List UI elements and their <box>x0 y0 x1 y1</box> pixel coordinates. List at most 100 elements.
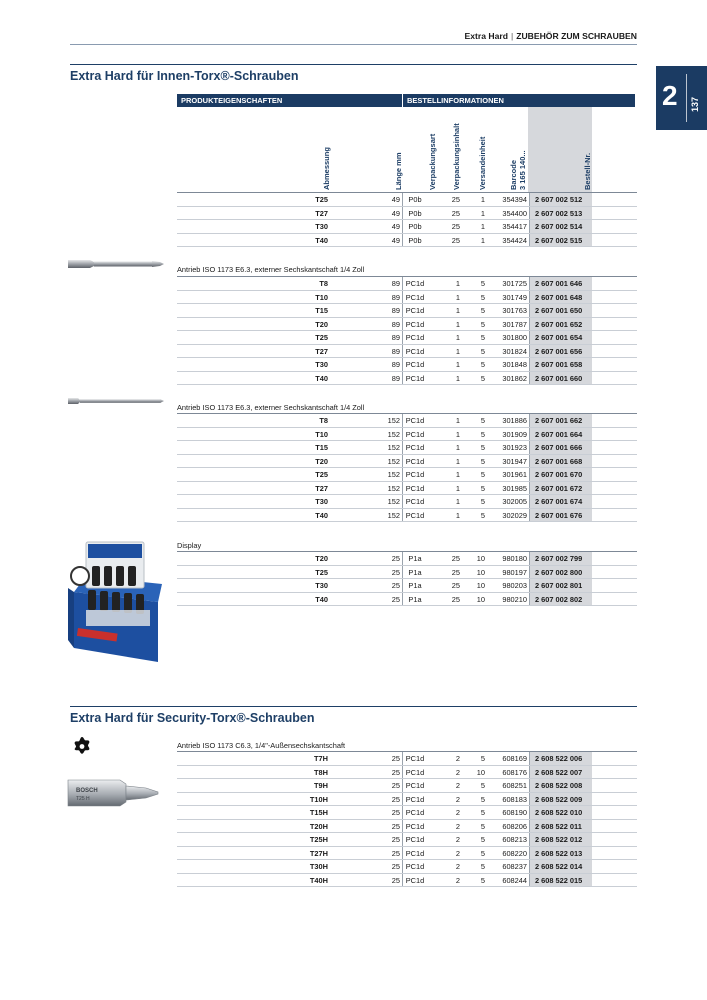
produkteigenschaften-bar: PRODUKTEIGENSCHAFTEN <box>177 94 402 107</box>
cell-versandeinheit: 5 <box>480 373 485 383</box>
cell-versandeinheit: 5 <box>480 794 485 804</box>
cell-verpackungsart: PC1d <box>405 416 425 425</box>
cell-bestell-nr: 2 607 001 674 <box>529 495 592 509</box>
column-divider <box>402 565 403 579</box>
cell-bestell-nr: 2 607 001 654 <box>529 331 592 345</box>
cell-verpackungsinhalt: 2 <box>455 835 460 844</box>
column-divider <box>529 508 530 522</box>
cell-barcode: 608183 <box>502 794 527 804</box>
cell-abmessung: T15 <box>315 306 328 315</box>
cell-laenge: 25 <box>391 581 400 590</box>
cell-barcode: 301947 <box>502 456 527 466</box>
cell-bestell-nr: 2 607 002 802 <box>529 592 592 606</box>
cell-verpackungsart: PC1d <box>405 808 425 817</box>
cell-barcode: 980180 <box>502 554 527 563</box>
cell-laenge: 152 <box>387 510 400 520</box>
cell-versandeinheit: 5 <box>480 443 485 452</box>
column-divider <box>529 344 530 358</box>
cell-verpackungsart: PC1d <box>405 373 425 383</box>
cell-abmessung: T40H <box>309 875 328 885</box>
row-rule <box>177 591 637 593</box>
column-divider <box>529 860 530 874</box>
cell-laenge: 89 <box>391 292 400 302</box>
column-divider <box>402 873 403 887</box>
cell-barcode: 301909 <box>502 429 527 439</box>
row-rule <box>177 832 637 833</box>
cell-barcode: 608251 <box>502 781 527 790</box>
cell-verpackungsinhalt: 2 <box>455 862 460 871</box>
header-separator: | <box>510 31 514 41</box>
column-divider <box>529 592 530 606</box>
cell-versandeinheit: 10 <box>476 594 485 604</box>
column-divider <box>402 860 403 874</box>
cell-abmessung: T30 <box>315 497 328 506</box>
cell-abmessung: T8 <box>319 416 328 425</box>
column-divider <box>529 331 530 345</box>
cell-versandeinheit: 5 <box>480 808 485 817</box>
cell-abmessung: T9H <box>314 781 328 790</box>
chapter-tab-divider <box>686 74 687 122</box>
row-rule <box>177 872 637 874</box>
cell-verpackungsart: P0b <box>408 235 422 245</box>
col-header-verpackungsart: Verpackungsart <box>428 133 437 190</box>
column-divider <box>402 806 403 820</box>
column-divider <box>529 779 530 793</box>
cell-verpackungsart: PC1d <box>405 767 425 777</box>
cell-verpackungsart: PC1d <box>405 835 425 844</box>
cell-laenge: 152 <box>387 456 400 466</box>
cell-verpackungsart: PC1d <box>405 875 425 885</box>
cell-versandeinheit: 10 <box>476 567 485 577</box>
cell-verpackungsinhalt: 1 <box>455 279 460 288</box>
cell-laenge: 152 <box>387 416 400 425</box>
cell-bestell-nr: 2 607 001 668 <box>529 454 592 468</box>
row-rule <box>177 330 637 331</box>
bestellinformationen-bar: BESTELLINFORMATIONEN <box>403 94 635 107</box>
column-divider <box>402 833 403 847</box>
cell-barcode: 354417 <box>502 222 527 231</box>
column-divider <box>529 304 530 318</box>
column-divider <box>402 441 403 455</box>
row-rule <box>177 289 637 291</box>
row-rule <box>177 521 637 522</box>
column-divider <box>529 468 530 482</box>
cell-verpackungsart: PC1d <box>405 360 425 369</box>
cell-laenge: 49 <box>391 222 400 231</box>
column-divider <box>529 277 530 291</box>
cell-verpackungsart: PC1d <box>405 497 425 506</box>
col-header-barcode: Barcode <box>509 159 518 190</box>
cell-barcode: 301725 <box>502 279 527 288</box>
display-box-image <box>68 541 162 662</box>
column-divider <box>402 414 403 428</box>
cell-barcode: 301749 <box>502 292 527 302</box>
cell-versandeinheit: 5 <box>480 306 485 315</box>
cell-barcode: 608237 <box>502 862 527 871</box>
group4-top-rule <box>177 551 637 552</box>
svg-text:T25 H: T25 H <box>76 796 90 802</box>
group2-label: Antrieb ISO 1173 E6.3, externer Sechskan… <box>177 265 365 274</box>
col-header-bestell-nr: Bestell-Nr. <box>583 152 592 190</box>
cell-verpackungsinhalt: 1 <box>455 346 460 356</box>
cell-abmessung: T25 <box>315 567 328 577</box>
column-divider <box>529 454 530 468</box>
column-divider <box>402 317 403 331</box>
cell-bestell-nr: 2 608 522 012 <box>529 833 592 847</box>
cell-barcode: 608206 <box>502 821 527 831</box>
cell-verpackungsart: PC1d <box>405 279 425 288</box>
column-divider <box>529 317 530 331</box>
cell-verpackungsart: PC1d <box>405 510 425 520</box>
cell-bestell-nr: 2 608 522 013 <box>529 846 592 860</box>
cell-laenge: 89 <box>391 346 400 356</box>
cell-barcode: 354400 <box>502 208 527 218</box>
cell-versandeinheit: 5 <box>480 292 485 302</box>
cell-verpackungsinhalt: 2 <box>455 821 460 831</box>
